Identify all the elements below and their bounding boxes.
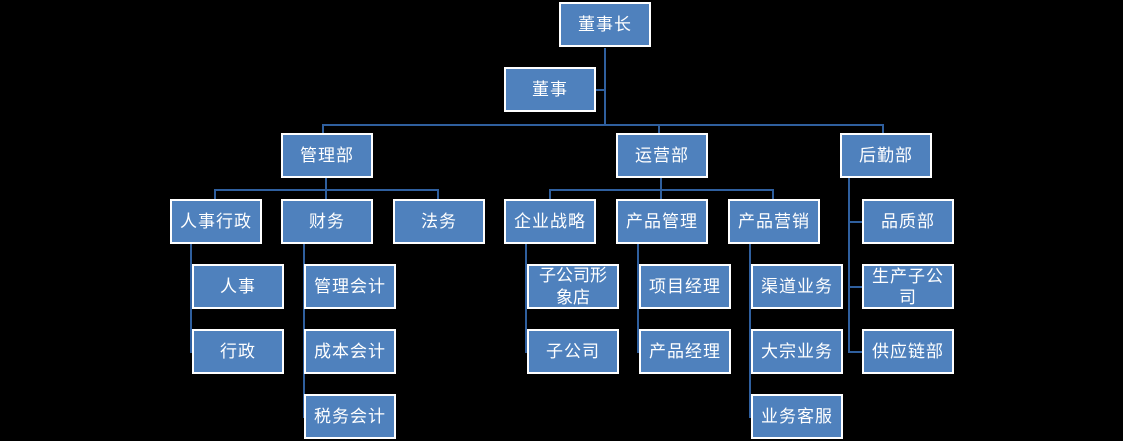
connector-strategy-drop [549, 189, 551, 200]
node-subsidiary-store[interactable]: 子公司形象店 [527, 264, 619, 309]
node-finance[interactable]: 财务 [281, 199, 373, 244]
connector-prodmkt-spine [749, 243, 751, 418]
node-tax-accounting[interactable]: 税务会计 [304, 394, 396, 439]
node-channel-business-label: 渠道业务 [761, 277, 833, 296]
node-business-service-label: 业务客服 [761, 407, 833, 426]
node-cost-accounting[interactable]: 成本会计 [304, 329, 396, 374]
node-subsidiary[interactable]: 子公司 [527, 329, 619, 374]
connector-legal-drop [437, 189, 439, 200]
node-corp-strategy[interactable]: 企业战略 [504, 199, 596, 244]
node-product-mgmt[interactable]: 产品管理 [616, 199, 708, 244]
node-tax-accounting-label: 税务会计 [314, 407, 386, 426]
connector-hradmin-spine [190, 243, 192, 353]
node-business-service[interactable]: 业务客服 [751, 394, 843, 439]
node-product-manager-label: 产品经理 [649, 342, 721, 361]
node-product-manager[interactable]: 产品经理 [639, 329, 731, 374]
node-supply-chain[interactable]: 供应链部 [862, 329, 954, 374]
node-finance-label: 财务 [309, 212, 345, 231]
connector-logistics-spine [848, 178, 850, 353]
node-hr-admin-label: 人事行政 [180, 212, 252, 231]
node-channel-business[interactable]: 渠道业务 [751, 264, 843, 309]
node-legal[interactable]: 法务 [393, 199, 485, 244]
node-cost-accounting-label: 成本会计 [314, 342, 386, 361]
node-project-manager[interactable]: 项目经理 [639, 264, 731, 309]
node-quality-label: 品质部 [881, 212, 935, 231]
node-product-marketing-label: 产品营销 [738, 212, 810, 231]
node-project-manager-label: 项目经理 [649, 277, 721, 296]
connector-prodsub-elbow [848, 286, 866, 288]
node-dept-management[interactable]: 管理部 [281, 133, 373, 178]
connector-finance-drop [325, 189, 327, 200]
node-product-mgmt-label: 产品管理 [626, 212, 698, 231]
node-subsidiary-label: 子公司 [546, 342, 600, 361]
connector-strategy-spine [525, 243, 527, 353]
connector-prodmgmt-drop [660, 189, 662, 200]
connector-chairman-stem [604, 48, 606, 126]
node-director-label: 董事 [532, 80, 568, 99]
connector-logistics-drop [882, 124, 884, 134]
node-dept-management-label: 管理部 [300, 146, 354, 165]
node-dept-operations[interactable]: 运营部 [616, 133, 708, 178]
connector-supplychain-elbow [848, 351, 866, 353]
node-subsidiary-store-label: 子公司形象店 [539, 265, 607, 307]
node-hr-label: 人事 [220, 277, 256, 296]
node-bulk-business[interactable]: 大宗业务 [751, 329, 843, 374]
connector-level3-bar [322, 124, 884, 126]
node-mgmt-accounting[interactable]: 管理会计 [304, 264, 396, 309]
connector-ops-stem [660, 178, 662, 190]
node-dept-logistics[interactable]: 后勤部 [840, 133, 932, 178]
node-bulk-business-label: 大宗业务 [761, 342, 833, 361]
node-supply-chain-label: 供应链部 [872, 342, 944, 361]
node-dept-logistics-label: 后勤部 [859, 146, 913, 165]
node-legal-label: 法务 [421, 212, 457, 231]
connector-ops-drop [658, 124, 660, 134]
node-director[interactable]: 董事 [504, 67, 596, 112]
connector-hradmin-drop [214, 189, 216, 200]
connector-mgmt-drop [322, 124, 324, 134]
connector-prodmgmt-spine [637, 243, 639, 353]
node-dept-operations-label: 运营部 [635, 146, 689, 165]
connector-quality-elbow [848, 221, 866, 223]
node-admin[interactable]: 行政 [192, 329, 284, 374]
node-admin-label: 行政 [220, 342, 256, 361]
node-production-subsidiary[interactable]: 生产子公司 [862, 264, 954, 309]
connector-director-stub [596, 89, 606, 91]
node-hr-admin[interactable]: 人事行政 [170, 199, 262, 244]
node-chairman[interactable]: 董事长 [559, 2, 651, 47]
node-mgmt-accounting-label: 管理会计 [314, 277, 386, 296]
connector-prodmkt-drop [772, 189, 774, 200]
node-chairman-label: 董事长 [578, 15, 632, 34]
node-production-subsidiary-label: 生产子公司 [872, 266, 944, 307]
connector-mgmt-stem [325, 178, 327, 190]
node-hr[interactable]: 人事 [192, 264, 284, 309]
node-corp-strategy-label: 企业战略 [514, 212, 586, 231]
node-quality[interactable]: 品质部 [862, 199, 954, 244]
node-product-marketing[interactable]: 产品营销 [728, 199, 820, 244]
